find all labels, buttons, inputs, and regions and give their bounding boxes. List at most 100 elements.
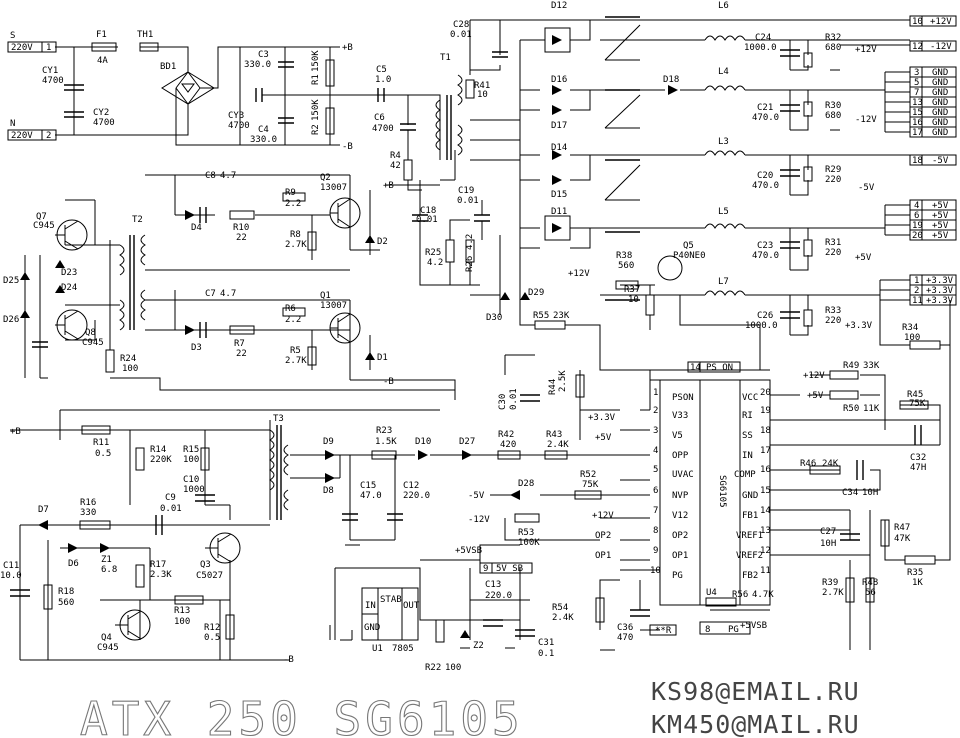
ref: R25 xyxy=(425,248,441,258)
ref: D27 xyxy=(459,437,475,447)
ref: CY1 xyxy=(42,66,58,76)
pin-num: 19 xyxy=(760,406,771,416)
ref: Q8 xyxy=(85,328,96,338)
conn-pin: 9 xyxy=(483,564,488,574)
value: 150K xyxy=(311,50,321,72)
ref: D4 xyxy=(191,223,202,233)
transformer-label: T2 xyxy=(132,215,143,225)
ref: D30 xyxy=(486,313,502,323)
net-label: +B xyxy=(10,427,21,437)
conn-label: GND xyxy=(932,118,948,128)
value: 220 xyxy=(825,316,841,326)
regulator-7805: IN STAB OUT GND U1 7805 xyxy=(362,588,420,654)
ref: R37 xyxy=(624,285,640,295)
ref: R38 xyxy=(616,251,632,261)
value: 0.01 xyxy=(416,215,438,225)
ref: R18 xyxy=(58,587,74,597)
ref: R56 xyxy=(732,590,748,600)
value: 13007 xyxy=(320,301,347,311)
value: 0.5 xyxy=(204,633,220,643)
conn-label: GND xyxy=(932,128,948,138)
pin-name: OPP xyxy=(672,451,689,461)
conn-label: +12V xyxy=(930,17,952,27)
value: 680 xyxy=(825,43,841,53)
value: 47H xyxy=(910,463,926,473)
pin-name: V5 xyxy=(672,431,683,441)
ref: R11 xyxy=(93,438,109,448)
value: 560 xyxy=(58,598,74,608)
conn-label: +5V xyxy=(932,221,949,231)
value: 11K xyxy=(863,404,880,414)
ref: C30 xyxy=(498,394,508,410)
pin-name: FB1 xyxy=(742,511,758,521)
pin-num: 7 xyxy=(653,506,658,516)
ref: Q4 xyxy=(101,633,112,643)
conn-label: PG xyxy=(728,625,739,635)
value: 47.0 xyxy=(360,491,382,501)
net-label: +12V xyxy=(568,269,590,279)
value: 75K xyxy=(909,399,926,409)
conn-label: +5V xyxy=(932,231,949,241)
ref: R24 xyxy=(120,354,136,364)
net-label: -B xyxy=(283,655,294,665)
value: P40NE0 xyxy=(673,251,706,261)
value: 0.1 xyxy=(538,649,554,659)
pin-num: 9 xyxy=(653,546,658,556)
conn-pin: 20 xyxy=(912,231,923,241)
conn-pin: 15 xyxy=(912,108,923,118)
value: 10H xyxy=(820,539,836,549)
conn-label: -5V xyxy=(932,156,949,166)
ref: C4 xyxy=(258,125,269,135)
ref: R32 xyxy=(825,33,841,43)
ref: R17 xyxy=(150,560,166,570)
pin-num: 18 xyxy=(760,426,771,436)
signal-label: OP2 xyxy=(595,531,611,541)
ref: C10 xyxy=(183,475,199,485)
ref: C34 xyxy=(842,488,858,498)
value: 2.7K xyxy=(285,356,307,366)
value: 100K xyxy=(518,538,540,548)
terminal-label: 220V xyxy=(11,131,33,141)
ref: C13 xyxy=(485,580,501,590)
value: C945 xyxy=(33,221,55,231)
value: 470.0 xyxy=(752,251,779,261)
value: 4.7 xyxy=(220,289,236,299)
conn-label: GND xyxy=(932,108,948,118)
pin-num: 16 xyxy=(760,465,771,475)
ref: R29 xyxy=(825,165,841,175)
value: 220.0 xyxy=(403,491,430,501)
value: 23K xyxy=(553,311,570,321)
value: 100 xyxy=(122,364,138,374)
conn-pin: 16 xyxy=(912,118,923,128)
ref: R48 xyxy=(862,578,878,588)
pin-name: RI xyxy=(742,411,753,421)
pin-name: V33 xyxy=(672,411,688,421)
value: 330.0 xyxy=(244,60,271,70)
conn-label: +5V xyxy=(932,211,949,221)
value: 33K xyxy=(863,361,880,371)
reg-pin: OUT xyxy=(403,601,420,611)
ref: C24 xyxy=(755,33,771,43)
value: 420 xyxy=(500,440,516,450)
value: 4700 xyxy=(93,118,115,128)
ref: C7 xyxy=(205,289,216,299)
net-label: +5V xyxy=(855,253,872,263)
pin-num: 1 xyxy=(653,388,658,398)
ref: BD1 xyxy=(160,62,176,72)
conn-label: GND xyxy=(932,68,948,78)
transformer-label: T3 xyxy=(273,414,284,424)
ref: R34 xyxy=(902,323,918,333)
value: 4.2 xyxy=(427,258,443,268)
value: 4700 xyxy=(228,121,250,131)
ref: TH1 xyxy=(137,30,153,40)
net-label: -12V xyxy=(855,115,877,125)
signal-label: +12V xyxy=(592,511,614,521)
ref: C18 xyxy=(420,206,436,216)
ref: L3 xyxy=(718,137,729,147)
ref: D18 xyxy=(663,75,679,85)
ref: R16 xyxy=(80,498,96,508)
conn-pin: 4 xyxy=(914,201,919,211)
pin-name: GND xyxy=(742,491,758,501)
ref: D3 xyxy=(191,343,202,353)
